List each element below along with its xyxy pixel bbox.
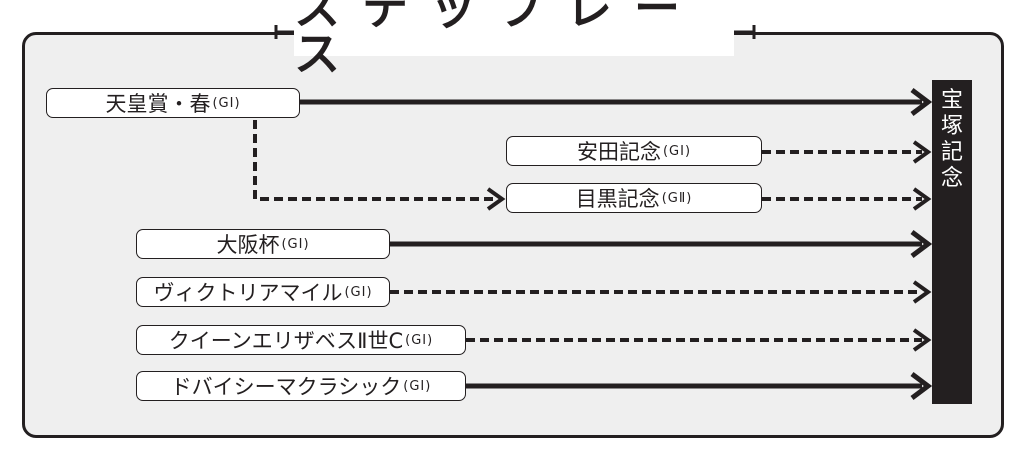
- race-name: 大阪杯: [216, 233, 280, 257]
- link-tennosho-meguro: [253, 120, 496, 201]
- arrowhead-yasuda-takarazuka: [912, 140, 932, 164]
- race-name: 目黒記念: [575, 187, 660, 211]
- race-name: 天皇賞・春: [105, 92, 211, 116]
- target-char-4: 念: [940, 166, 963, 191]
- race-box-yasuda-kinen: 安田記念(GⅠ): [506, 136, 762, 166]
- race-grade: (GⅠ): [662, 143, 692, 159]
- title-banner: ステップレース: [294, 0, 734, 77]
- race-box-meguro-kinen: 目黒記念(GⅡ): [506, 183, 762, 213]
- target-race-takarazuka: 宝 塚 記 念: [932, 80, 972, 404]
- race-grade: (GⅡ): [661, 190, 693, 206]
- arrowhead-tennosho-meguro: [486, 187, 506, 211]
- race-name: ヴィクトリアマイル: [153, 281, 343, 305]
- race-grade: (GⅠ): [405, 332, 434, 348]
- race-grade: (GⅠ): [281, 236, 310, 252]
- race-grade: (GⅠ): [403, 378, 432, 394]
- diagram-title: ステップレース: [294, 0, 702, 81]
- arrowhead-tennosho-takarazuka: [910, 88, 933, 116]
- arrowhead-osakahai-takarazuka: [910, 230, 933, 258]
- race-box-osaka-hai: 大阪杯(GⅠ): [136, 229, 390, 259]
- race-grade: (GⅠ): [212, 95, 241, 111]
- race-box-victoria-mile: ヴィクトリアマイル(GⅠ): [136, 277, 390, 307]
- arrowhead-victoria-takarazuka: [912, 280, 932, 304]
- target-char-3: 記: [940, 140, 963, 165]
- race-box-tennosho-spring: 天皇賞・春(GⅠ): [46, 88, 300, 118]
- race-name: ドバイシーマクラシック: [170, 375, 402, 399]
- race-name: クイーンエリザベスⅡ世C: [168, 329, 404, 353]
- race-box-dubai-sheema-classic: ドバイシーマクラシック(GⅠ): [136, 371, 466, 401]
- target-char-2: 塚: [940, 114, 963, 139]
- race-grade: (GⅠ): [344, 284, 373, 300]
- arrowhead-dubai-takarazuka: [910, 372, 933, 400]
- arrowhead-meguro-takarazuka: [912, 187, 932, 211]
- race-box-queen-elizabeth-ii-cup: クイーンエリザベスⅡ世C(GⅠ): [136, 325, 466, 355]
- target-char-1: 宝: [940, 88, 963, 113]
- race-name: 安田記念: [576, 140, 661, 164]
- arrowhead-qe2-takarazuka: [912, 328, 932, 352]
